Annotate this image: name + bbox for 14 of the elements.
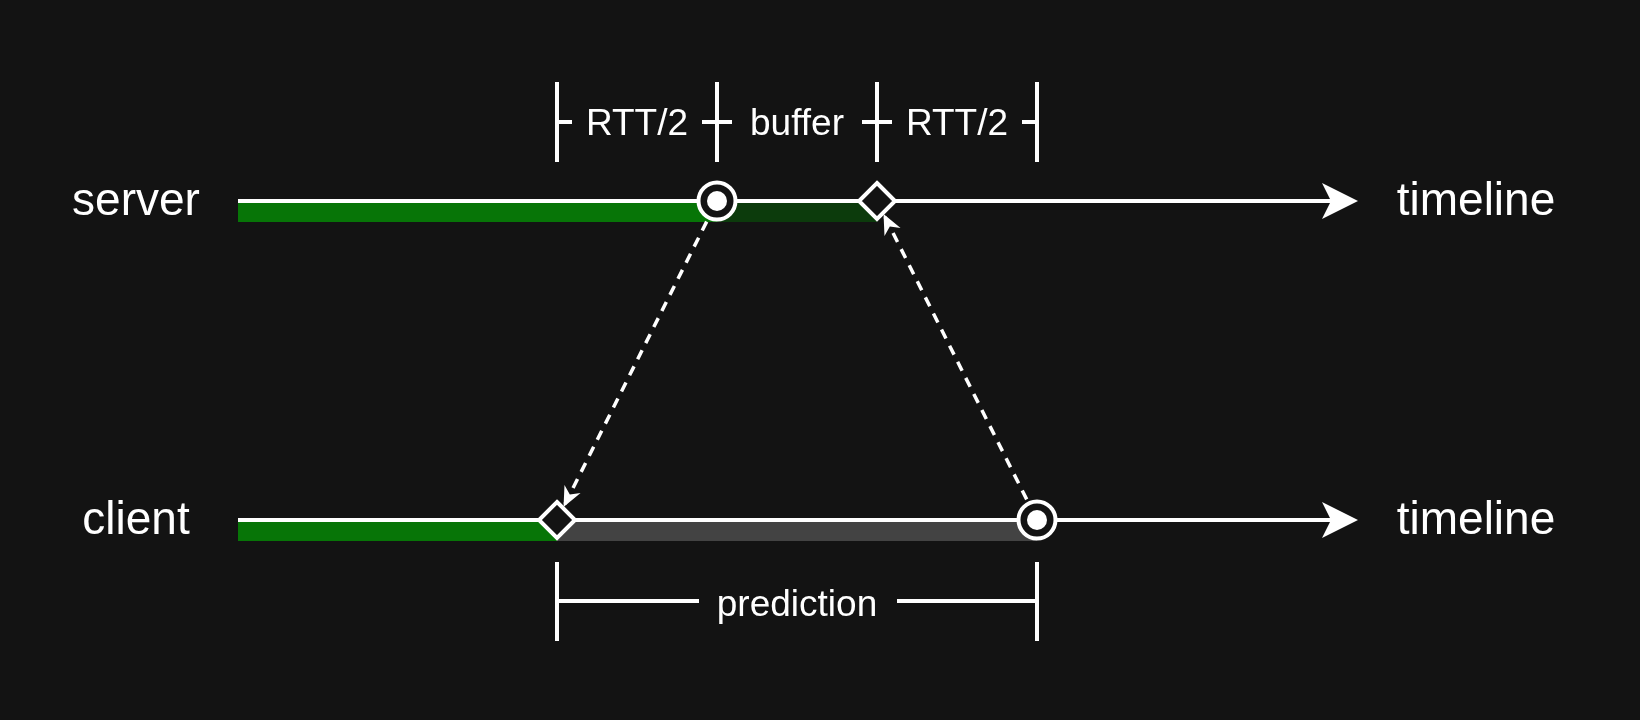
axis-label: timeline [1396, 495, 1556, 541]
dimension-label: RTT/2 [585, 103, 689, 141]
circle-marker [1016, 499, 1058, 541]
axis-label: timeline [1396, 176, 1556, 222]
diamond-marker [536, 499, 578, 541]
dimension-label: buffer [750, 103, 844, 141]
lane-label: client [82, 495, 190, 541]
dashed-arrow [882, 214, 1029, 501]
diamond-marker [856, 180, 898, 222]
lane-label: server [72, 176, 200, 222]
dimension-label: prediction [716, 584, 878, 622]
circle-marker [696, 180, 738, 222]
dashed-arrow [562, 220, 709, 507]
dimension-label: RTT/2 [905, 103, 1009, 141]
